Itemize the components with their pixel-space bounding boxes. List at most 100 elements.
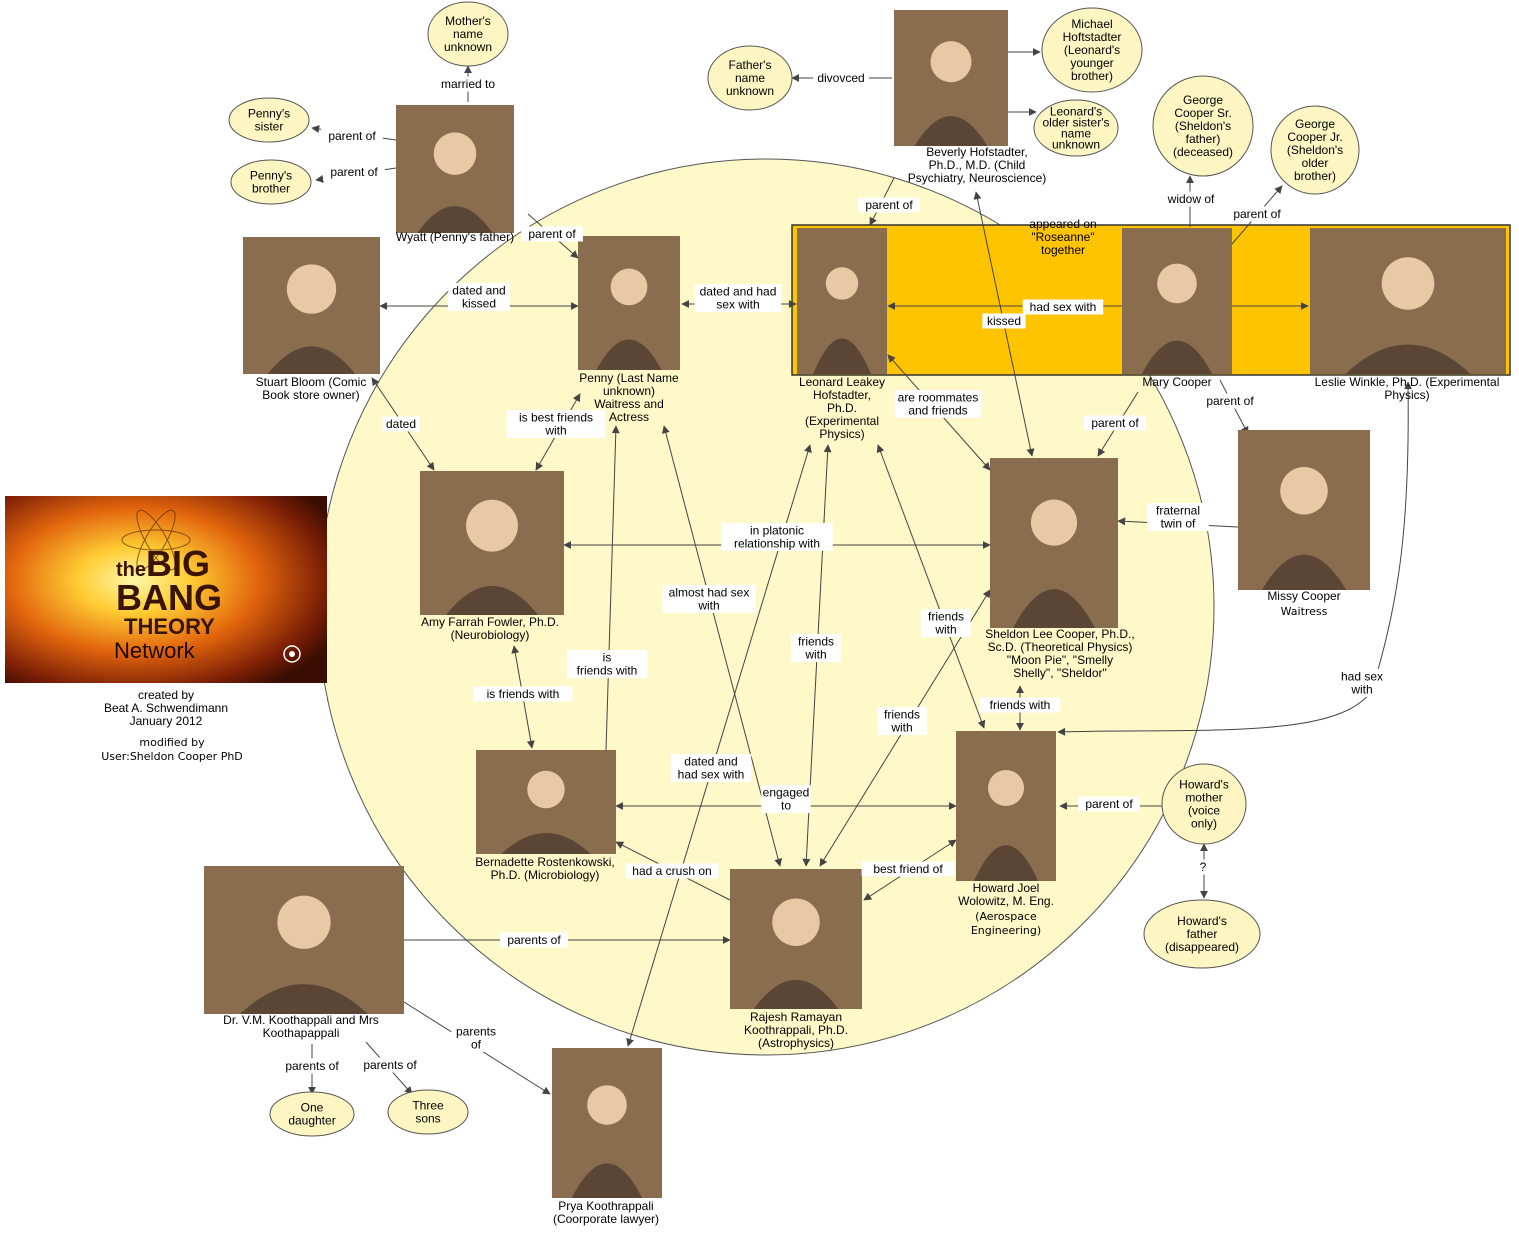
person-silhouette-icon xyxy=(501,770,591,854)
edge-label-text-line: is xyxy=(603,651,612,665)
credits-text-line: created by xyxy=(138,688,194,702)
edge-label-bg xyxy=(1147,503,1209,531)
bubble-label-line: Penny's xyxy=(250,169,292,183)
bubble-shape xyxy=(1161,763,1247,845)
edge-label-text-line: friends with xyxy=(577,664,638,678)
person-prya[interactable]: Prya Koothrappali(Coorporate lawyer) xyxy=(552,1048,662,1226)
show-logo: the BIG BANG THEORY Network xyxy=(5,496,327,683)
edge-label-text: best friend of xyxy=(873,862,943,876)
person-label-line: Amy Farrah Fowler, Ph.D. xyxy=(421,615,559,629)
person-wyatt[interactable]: Wyatt (Penny's father) xyxy=(396,105,514,244)
bubble-shape xyxy=(387,1089,469,1135)
person-label-line: Psychiatry, Neuroscience) xyxy=(908,171,1047,185)
person-silhouette-icon xyxy=(240,895,368,1014)
edge-label-text-line: sex with xyxy=(716,298,759,312)
edge-label-text-line: with xyxy=(1350,683,1372,697)
bubble-label-line: unknown xyxy=(726,84,774,98)
person-sheldon[interactable]: Sheldon Lee Cooper, Ph.D.,Sc.D. (Theoret… xyxy=(985,458,1135,680)
credits-text-line: Beat A. Schwendimann xyxy=(104,701,228,715)
edge-label-bg xyxy=(323,164,385,180)
person-label-line: Rajesh Ramayan xyxy=(750,1010,842,1024)
person-label-line: Sheldon Lee Cooper, Ph.D., xyxy=(985,627,1134,641)
person-occupation-line: Engineering) xyxy=(971,924,1041,937)
person-label: Wyatt (Penny's father) xyxy=(396,230,514,244)
edge-label-text-line: had a crush on xyxy=(632,864,711,878)
logo-bang: BANG xyxy=(116,577,222,618)
person-silhouette-icon xyxy=(571,1085,643,1198)
edge-label-sheldon-howard: friends with xyxy=(979,697,1061,713)
edge-label-bg xyxy=(791,634,841,662)
edge-label-text-line: friends with xyxy=(990,698,1051,712)
edge-label-mary-parent-of-missy: parent of xyxy=(1199,393,1261,409)
bubble-label-line: Three xyxy=(412,1099,444,1113)
bubble-shape xyxy=(707,45,793,111)
edge-label-text: divovced xyxy=(817,71,864,85)
bubble-label-line: older sister's xyxy=(1043,116,1110,130)
edge-label-text-line: kissed xyxy=(462,297,496,311)
person-mary[interactable]: Mary Cooper xyxy=(1122,228,1232,389)
bubble-shape xyxy=(427,1,509,67)
person-bernadette[interactable]: Bernadette Rostenkowski,Ph.D. (Microbiol… xyxy=(475,750,616,882)
edge-label-parent-of-sister: parent of xyxy=(321,128,383,144)
person-amy[interactable]: Amy Farrah Fowler, Ph.D.(Neurobiology) xyxy=(420,471,564,642)
edge-label-text: married to xyxy=(441,77,495,91)
edge-label-text: dated xyxy=(386,417,416,431)
edge-label-text-line: parents of xyxy=(285,1059,339,1073)
atom-icon xyxy=(121,509,191,571)
bubble-label-line: only) xyxy=(1191,817,1217,831)
bubble-label-line: Leonard's xyxy=(1050,105,1102,119)
edge-label-text-line: fraternal xyxy=(1156,504,1200,518)
edge-label-question: ? xyxy=(1196,859,1210,875)
person-label-line: Stuart Bloom (Comic xyxy=(256,375,367,389)
edge-label-text-line: had sex with xyxy=(678,768,745,782)
edge-label-kissed: kissed xyxy=(982,313,1026,329)
person-label-line: "Moon Pie", "Smelly xyxy=(1007,653,1113,667)
bubble-label-line: father xyxy=(1187,927,1218,941)
person-label: Prya Koothrappali(Coorporate lawyer) xyxy=(553,1199,659,1226)
person-label-line: Book store owner) xyxy=(262,388,359,402)
edge-label-text-line: relationship with xyxy=(734,537,820,551)
logo-background xyxy=(5,496,327,683)
edge-label-text-line: and friends xyxy=(908,404,967,418)
bubble-label-line: younger xyxy=(1070,56,1113,70)
edge-label-text-line: parent of xyxy=(330,165,378,179)
edge-label-leonard-leslie: had sex with xyxy=(1022,299,1104,315)
person-label-line: Howard Joel xyxy=(973,881,1040,895)
